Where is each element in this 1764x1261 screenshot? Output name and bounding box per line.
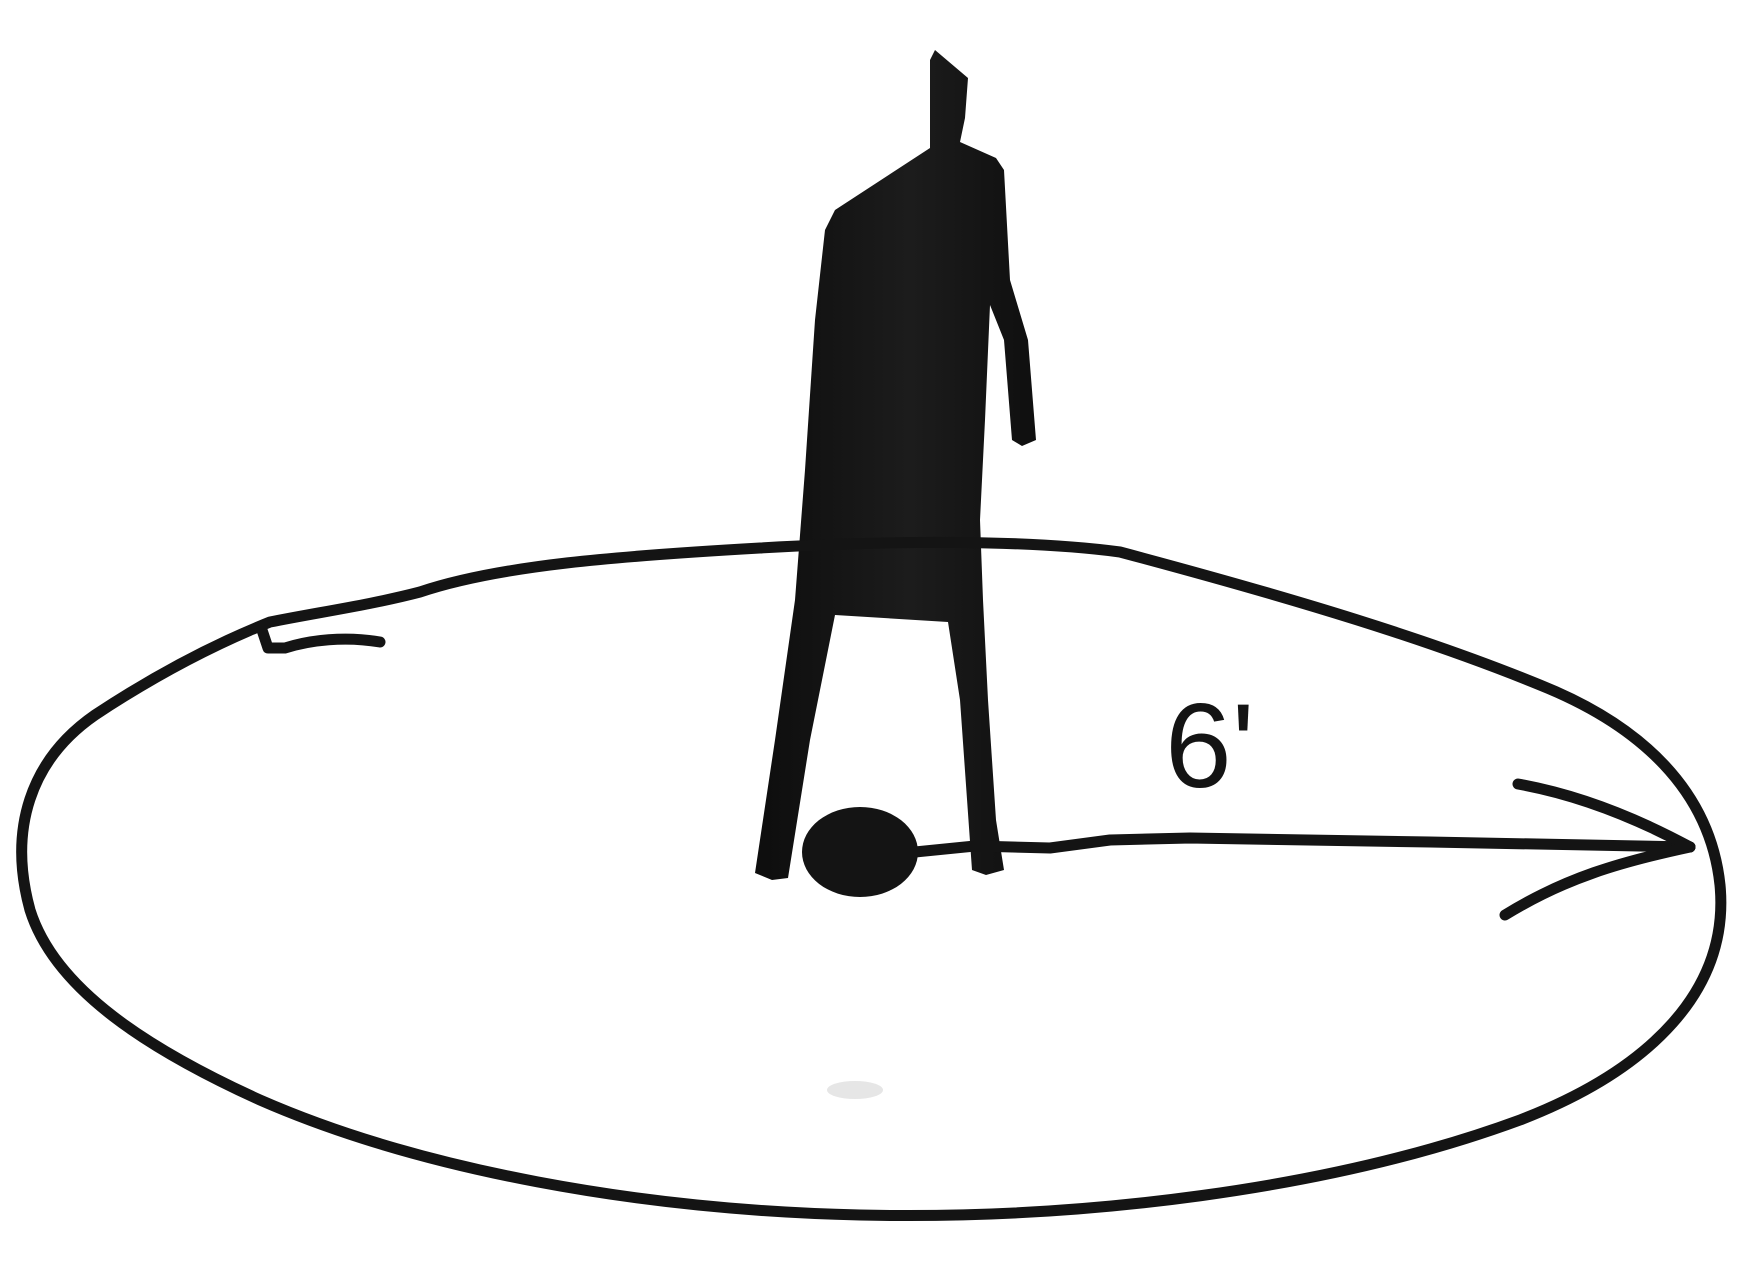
arrowhead-lower xyxy=(1499,841,1696,921)
center-point-dot xyxy=(802,807,918,897)
boundary-overlap-tick xyxy=(256,624,386,654)
arrowhead-upper xyxy=(1512,778,1696,853)
radius-label: 6' xyxy=(1165,679,1255,813)
boundary-circle xyxy=(16,536,1727,1222)
person-silhouette-icon xyxy=(755,50,1036,1099)
boundary-ellipse xyxy=(16,536,1727,1222)
radius-arrow xyxy=(909,778,1696,921)
radius-line xyxy=(909,832,1696,858)
